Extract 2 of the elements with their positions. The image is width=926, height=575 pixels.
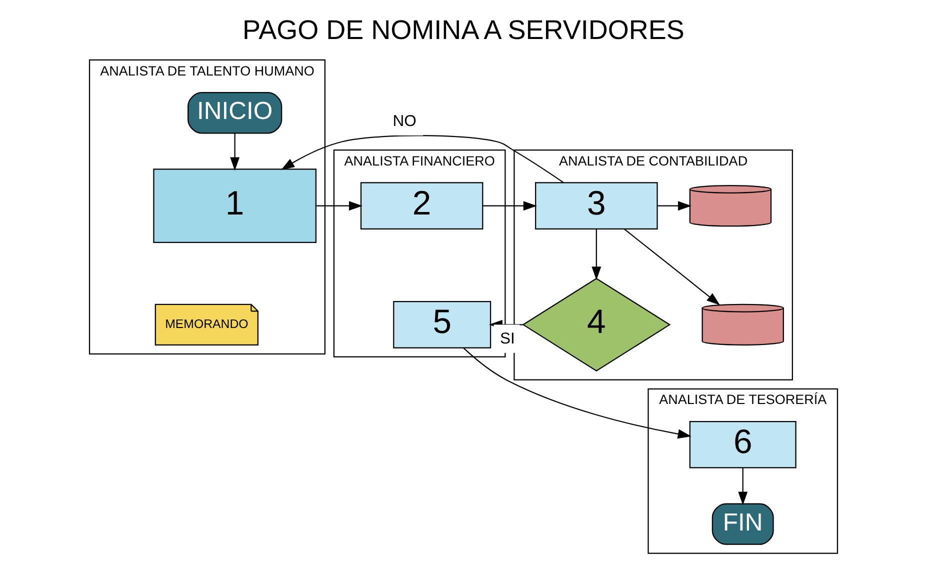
diagram-title: PAGO DE NOMINA A SERVIDORES <box>242 14 684 45</box>
edge-label: NO <box>392 113 416 130</box>
